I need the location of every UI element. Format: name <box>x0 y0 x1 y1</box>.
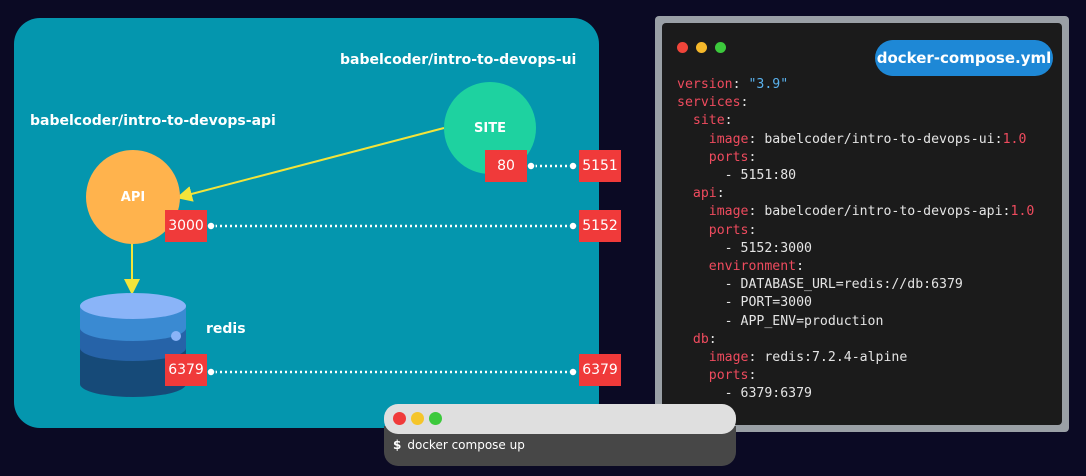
maximize-dot-icon <box>715 42 726 53</box>
code-db-port: - 6379:6379 <box>724 386 812 402</box>
code-site-tag: 1.0 <box>1002 131 1027 147</box>
code-env-database-url: - DATABASE_URL=redis://db:6379 <box>724 277 963 293</box>
terminal-close-icon <box>393 412 406 425</box>
api-node: API <box>86 150 180 244</box>
code-version-value: "3.9" <box>748 77 789 92</box>
code-api-image: babelcoder/intro-to-devops-api <box>764 204 1003 220</box>
minimize-dot-icon <box>696 42 707 53</box>
api-label: API <box>120 189 146 205</box>
code-env-app-env: - APP_ENV=production <box>724 313 884 329</box>
code-image-key: image <box>708 350 749 366</box>
site-host-port: 5151 <box>579 150 621 182</box>
api-container-port: 3000 <box>165 210 207 242</box>
compose-code: version: "3.9" services: site: image: ba… <box>677 77 1035 402</box>
terminal-command: docker compose up <box>407 438 525 452</box>
code-env-port: - PORT=3000 <box>724 295 812 311</box>
terminal-titlebar <box>384 404 736 434</box>
code-db-key: db <box>692 331 709 347</box>
terminal-maximize-icon <box>429 412 442 425</box>
ui-repo-label: babelcoder/intro-to-devops-ui <box>340 52 577 68</box>
api-repo-label: babelcoder/intro-to-devops-api <box>30 113 276 129</box>
code-api-tag: 1.0 <box>1010 204 1035 220</box>
redis-host-port: 6379 <box>579 354 621 386</box>
code-db-image: redis:7.2.4-alpine <box>764 350 908 366</box>
code-api-key: api <box>692 186 717 202</box>
code-ports-key: ports <box>708 368 749 384</box>
code-ports-key: ports <box>708 149 749 165</box>
code-ports-key: ports <box>708 222 749 238</box>
code-site-image: babelcoder/intro-to-devops-ui <box>764 131 995 147</box>
redis-container-port: 6379 <box>165 354 207 386</box>
code-environment-key: environment <box>708 259 797 275</box>
terminal-prompt: $ <box>393 438 402 452</box>
terminal-command-line: $ docker compose up <box>393 438 525 452</box>
code-editor <box>662 23 1062 425</box>
redis-label: redis <box>206 321 246 337</box>
code-site-key: site <box>692 113 725 129</box>
close-dot-icon <box>677 42 688 53</box>
code-image-key: image <box>708 204 749 220</box>
filename-tag: docker-compose.yml <box>875 40 1053 76</box>
terminal-minimize-icon <box>411 412 424 425</box>
code-site-port: - 5151:80 <box>724 168 797 184</box>
site-container-port: 80 <box>485 150 527 182</box>
api-host-port: 5152 <box>579 210 621 242</box>
code-api-port: - 5152:3000 <box>724 240 812 256</box>
code-image-key: image <box>708 131 749 147</box>
code-services-key: services <box>677 95 741 111</box>
code-version-key: version <box>677 77 733 92</box>
site-label: SITE <box>474 120 506 136</box>
